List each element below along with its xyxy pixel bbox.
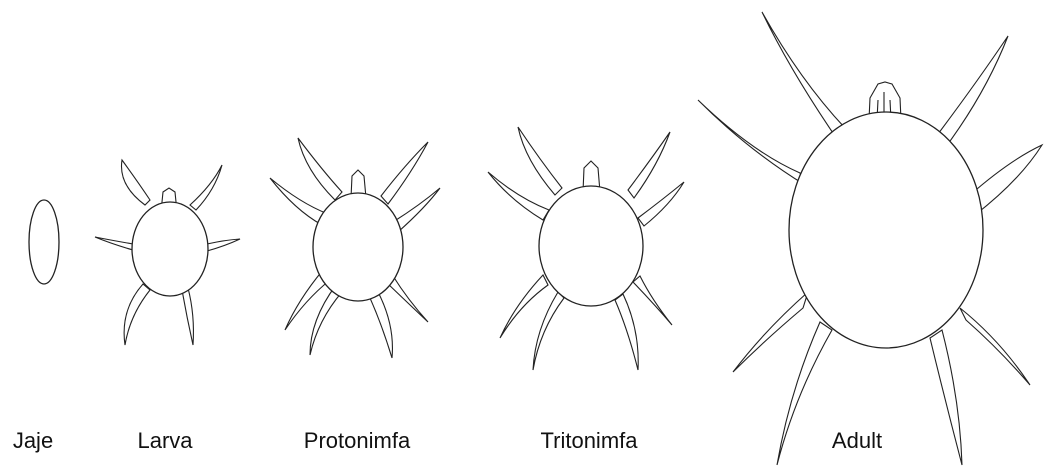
protonymph-body bbox=[313, 193, 403, 301]
adult-body bbox=[789, 112, 983, 348]
larva-label: Larva bbox=[137, 430, 192, 452]
egg-drawing bbox=[29, 200, 59, 284]
adult-drawing bbox=[698, 12, 1042, 465]
adult-label: Adult bbox=[832, 430, 882, 452]
protonymph-drawing bbox=[270, 138, 440, 358]
larva-drawing bbox=[95, 160, 240, 345]
protonymph-label: Protonimfa bbox=[304, 430, 410, 452]
tritonymph-label: Tritonimfa bbox=[541, 430, 638, 452]
larva-body bbox=[132, 202, 208, 296]
egg-label: Jaje bbox=[13, 430, 53, 452]
tritonymph-body bbox=[539, 186, 643, 306]
tritonymph-drawing bbox=[488, 127, 684, 370]
